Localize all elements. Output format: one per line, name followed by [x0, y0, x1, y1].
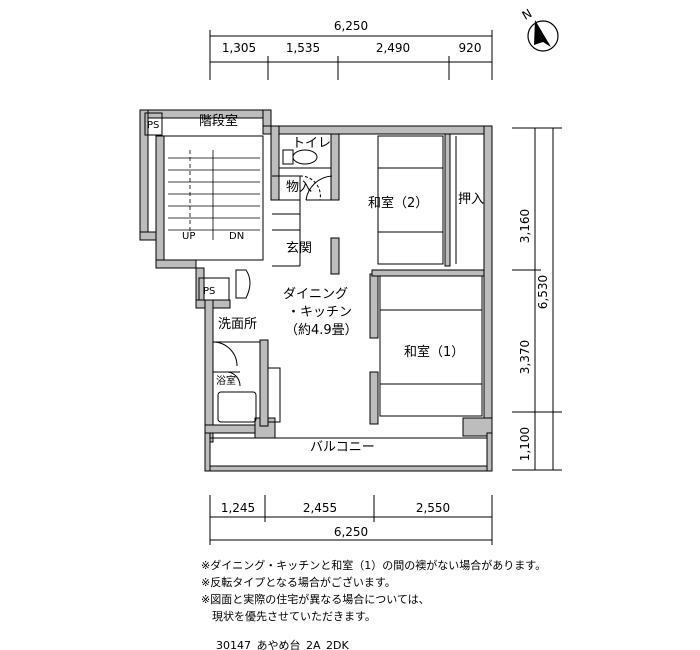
right-segment-1: 3,160 [518, 209, 532, 243]
bottom-segment-1: 1,245 [221, 501, 255, 515]
entrance-label: 玄関 [286, 241, 312, 256]
stair-up-label: UP [182, 231, 195, 242]
top-total-dimension: 6,250 [334, 19, 368, 33]
bottom-segment-3: 2,550 [416, 501, 450, 515]
ps-top-label: PS [147, 120, 159, 131]
compass-north-label: N [520, 6, 535, 23]
top-segment-4: 920 [459, 41, 482, 55]
bath-label: 浴室 [216, 374, 236, 387]
japanese-room-2-label: 和室（2） [368, 195, 428, 211]
balcony-label: バルコニー [310, 440, 375, 455]
dining-kitchen-label-line3: （約4.9畳） [285, 323, 358, 338]
bottom-total-dimension: 6,250 [334, 525, 368, 539]
bottom-segment-2: 2,455 [303, 501, 337, 515]
right-segment-2: 3,370 [518, 340, 532, 374]
right-segment-3: 1,100 [518, 427, 532, 461]
compass: N [520, 6, 559, 52]
washroom-label: 洗面所 [218, 317, 257, 332]
walls [139, 109, 493, 472]
note-line-1: ※ダイニング・キッチンと和室（1）の間の襖がない場合があります。 [201, 558, 546, 572]
top-dimension-lines [209, 30, 493, 80]
note-line-2: ※反転タイプとなる場合がございます。 [201, 575, 396, 589]
tatami-room-2 [377, 135, 444, 265]
right-dimension-lines [512, 127, 562, 471]
japanese-room-1-label: 和室（1） [404, 344, 464, 360]
toilet-icon [282, 149, 318, 165]
dining-kitchen-label-line1: ダイニング [283, 287, 348, 302]
interior-lines [144, 112, 487, 439]
toilet-label: トイレ [292, 136, 331, 151]
bottom-dimension-lines [209, 495, 493, 545]
compass-arrow-icon [534, 20, 551, 47]
dining-kitchen-label-line2: ・キッチン [287, 305, 352, 320]
storage-label-line1: 物入 [286, 180, 312, 195]
tatami-room-1 [379, 275, 483, 417]
stair-down-label: DN [229, 231, 244, 242]
stair-treads [168, 150, 260, 240]
stairwell-label: 階段室 [199, 113, 238, 129]
top-segment-3: 2,490 [376, 41, 410, 55]
footer-code: 30147_あやめ台_2A_2DK [216, 638, 349, 650]
top-segment-1: 1,305 [222, 41, 256, 55]
door-swings [212, 175, 333, 387]
note-line-3: ※図面と実際の住宅が異なる場合については、 [201, 592, 430, 606]
top-segment-2: 1,535 [286, 41, 320, 55]
ps-mid-label: PS [203, 286, 215, 297]
right-total-dimension: 6,530 [536, 275, 550, 309]
closet-label: 押入 [458, 192, 484, 207]
note-line-4: 現状を優先させていただきます。 [201, 609, 376, 623]
